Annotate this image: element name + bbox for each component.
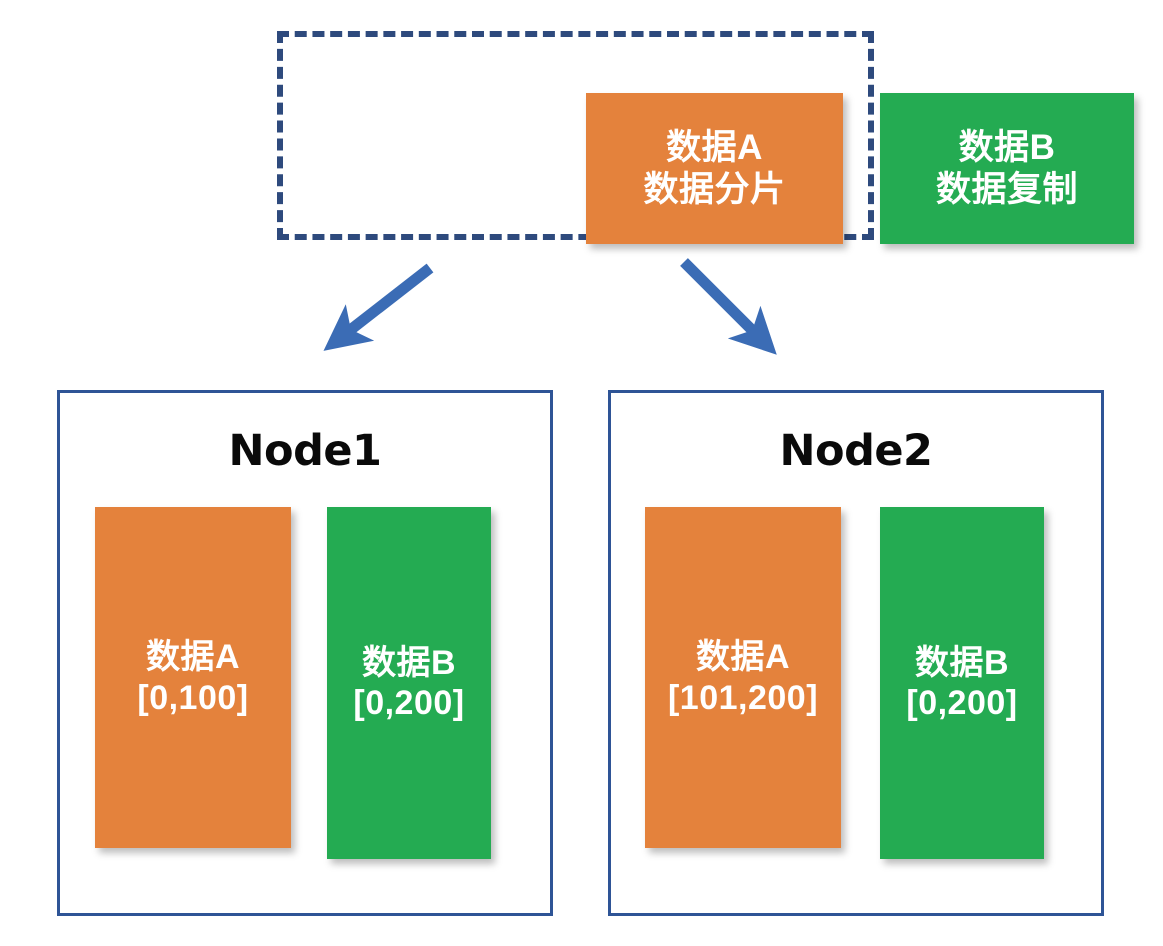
arrow-to-node1 — [323, 263, 434, 351]
source-chip-data-a-line1: 数据A — [666, 128, 763, 168]
node1-title: Node1 — [228, 426, 382, 476]
source-chip-data-a[interactable]: 数据A 数据分片 — [586, 93, 843, 244]
node1-chip-data-a[interactable]: 数据A [0,100] — [95, 507, 291, 848]
node2-chip-data-b-label: 数据B — [914, 643, 1010, 682]
node1-chip-data-b-label: 数据B — [361, 643, 457, 682]
node2-chip-data-a-range: [101,200] — [667, 678, 819, 717]
node1-chip-data-a-range: [0,100] — [137, 678, 249, 717]
node1-chip-data-a-label: 数据A — [145, 638, 241, 677]
node2-chip-data-b-range: [0,200] — [906, 684, 1018, 722]
node2-chip-data-b[interactable]: 数据B [0,200] — [880, 507, 1044, 859]
source-chip-data-b-line2: 数据复制 — [935, 169, 1078, 209]
node2-chip-data-a-label: 数据A — [695, 638, 791, 677]
source-group-dashed-container: 数据A 数据分片 数据B 数据复制 — [277, 31, 1134, 244]
node2-chip-data-a[interactable]: 数据A [101,200] — [645, 507, 841, 848]
source-chip-data-b-line1: 数据B — [958, 128, 1056, 168]
node2-title: Node2 — [779, 426, 933, 476]
node1-chip-data-b[interactable]: 数据B [0,200] — [327, 507, 491, 859]
source-chip-data-b[interactable]: 数据B 数据复制 — [880, 93, 1134, 244]
node1-chip-data-b-range: [0,200] — [353, 684, 465, 722]
arrow-to-node2 — [680, 258, 777, 355]
source-chip-data-a-line2: 数据分片 — [643, 169, 786, 209]
